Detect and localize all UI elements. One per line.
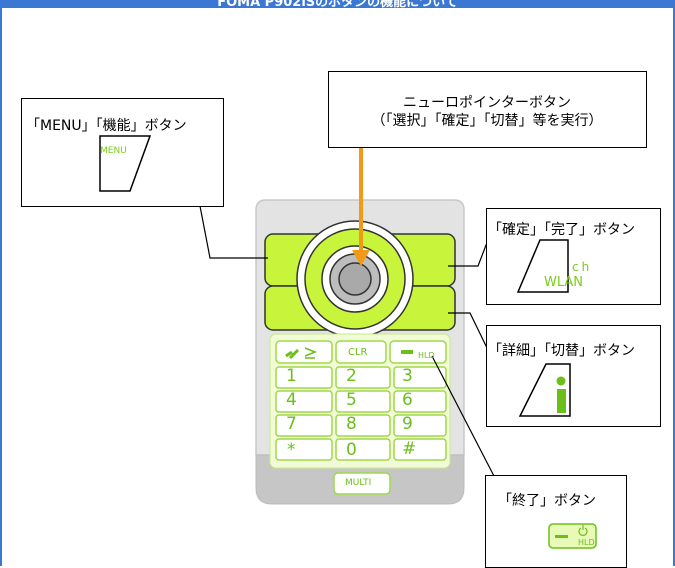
multi-key [333, 472, 391, 495]
end-callout: 「終了」ボタン [485, 475, 627, 568]
pointer-arrow [352, 147, 370, 266]
confirm-icon-wlan: WLAN [544, 275, 584, 290]
page-title: FOMA P902iSのボタンの機能について [217, 0, 458, 8]
key-7[interactable]: 7 [286, 414, 297, 434]
neuro-pointer-callout: ニューロポインターボタン （「選択」「確定」「切替」等を実行） [328, 71, 647, 148]
multi-key-label[interactable]: MULTI [345, 478, 372, 488]
end-callout-label: 「終了」ボタン [498, 493, 596, 509]
key-4[interactable]: 4 [286, 390, 297, 410]
key-5[interactable]: 5 [346, 390, 357, 410]
neuro-pointer-button [296, 220, 414, 338]
menu-icon-text: MENU [100, 146, 127, 156]
key-3[interactable]: 3 [402, 366, 413, 386]
keypad-top-row [275, 340, 447, 364]
number-keys [275, 366, 447, 461]
clr-key-label[interactable]: CLR [348, 347, 368, 358]
key-6[interactable]: 6 [402, 390, 413, 410]
key-star[interactable]: * [287, 440, 296, 460]
neuro-pointer-label-line1: ニューロポインターボタン [403, 95, 571, 111]
neuro-pointer-label-line2: （「選択」「確定」「切替」等を実行） [371, 113, 603, 129]
confirm-icon-ch: ch [572, 260, 593, 274]
confirm-callout: 「確定」「完了」ボタン [486, 208, 661, 305]
confirm-callout-label: 「確定」「完了」ボタン [488, 222, 635, 238]
leader-lines [199, 205, 496, 479]
key-9[interactable]: 9 [402, 414, 413, 434]
title-bar: FOMA P902iSのボタンの機能について [0, 0, 675, 8]
key-0[interactable]: 0 [346, 440, 357, 460]
key-8[interactable]: 8 [346, 414, 357, 434]
menu-callout-label: 「MENU」「機能」ボタン [26, 118, 187, 134]
key-hash[interactable]: # [402, 439, 417, 459]
detail-callout: 「詳細」「切替」ボタン [486, 325, 661, 427]
end-icon-text: HLD [578, 538, 595, 547]
detail-callout-label: 「詳細」「切替」ボタン [488, 343, 635, 359]
key-2[interactable]: 2 [346, 366, 357, 386]
key-1[interactable]: 1 [286, 366, 297, 386]
hld-key-label[interactable]: HLD [418, 351, 435, 360]
